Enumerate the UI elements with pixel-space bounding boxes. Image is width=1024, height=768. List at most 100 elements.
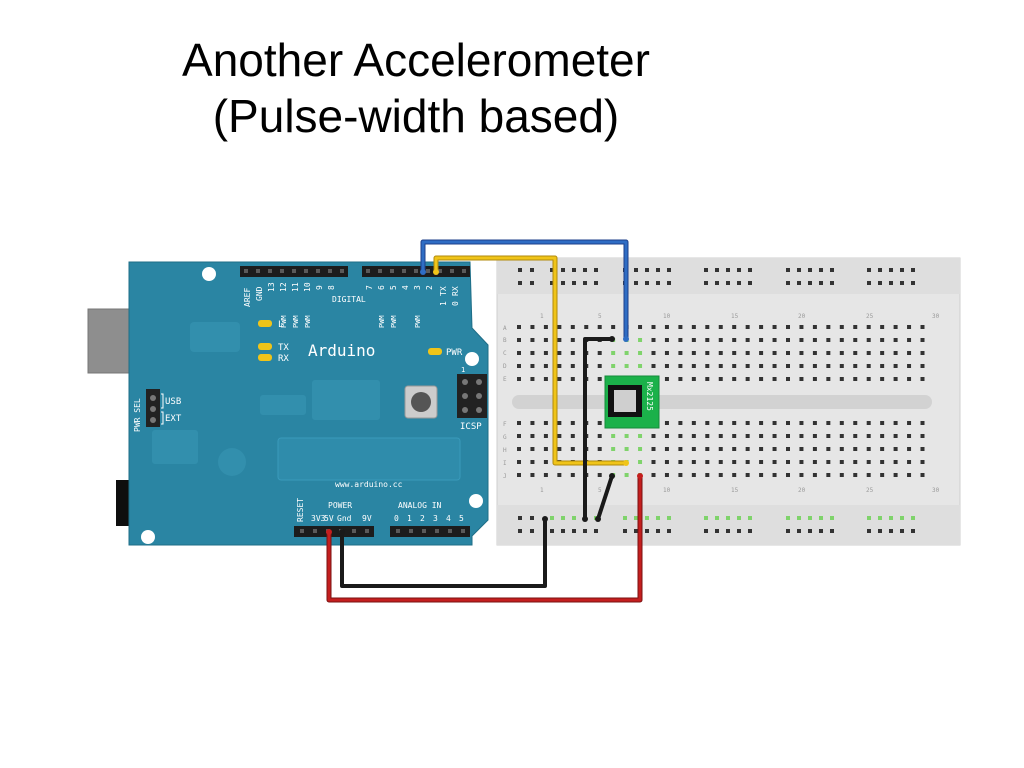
black-wire-sensor [596, 474, 614, 521]
breadboard-hole [732, 325, 737, 329]
breadboard-hole [638, 447, 643, 451]
breadboard-hole [866, 351, 871, 355]
rail-hole [878, 268, 882, 272]
header-pin [316, 269, 320, 273]
breadboard-hole [745, 460, 750, 464]
col-number: 10 [663, 487, 671, 494]
capacitor [152, 430, 198, 464]
icsp-pin1-label: 1 [461, 366, 465, 374]
breadboard-hole [772, 377, 777, 381]
breadboard-hole [745, 364, 750, 368]
mounting-hole [202, 267, 216, 281]
breadboard-hole [678, 460, 683, 464]
breadboard-hole [826, 473, 831, 477]
breadboard-hole [691, 325, 696, 329]
breadboard-hole [853, 447, 858, 451]
led-tx [258, 343, 272, 350]
breadboard-hole [853, 364, 858, 368]
rail-hole [667, 516, 671, 520]
rail-hole [808, 268, 812, 272]
breadboard-hole [812, 364, 817, 368]
breadboard-hole [907, 351, 912, 355]
pin-4-label: 4 [401, 285, 410, 290]
wire-endpoints [326, 269, 643, 535]
breadboard-hole [611, 434, 616, 438]
rail-hole [911, 516, 915, 520]
breadboard-hole [799, 460, 804, 464]
col-number: 30 [932, 313, 940, 320]
center-channel [512, 395, 932, 409]
breadboard-hole [624, 364, 629, 368]
rail-hole [748, 529, 752, 533]
breadboard-hole [651, 338, 656, 342]
col-number: 20 [798, 313, 806, 320]
breadboard-hole [772, 364, 777, 368]
breadboard-hole [732, 421, 737, 425]
breadboard-hole [557, 434, 562, 438]
breadboard-hole [893, 421, 898, 425]
breadboard-hole [920, 447, 925, 451]
breadboard-hole [880, 325, 885, 329]
row-letter: E [503, 376, 507, 383]
breadboard-hole [705, 377, 710, 381]
col-number: 5 [598, 313, 602, 320]
breadboard-hole [691, 447, 696, 451]
rail-hole [786, 516, 790, 520]
breadboard-hole [826, 447, 831, 451]
rail-hole [786, 281, 790, 285]
rail-hole [715, 281, 719, 285]
rail-hole [878, 281, 882, 285]
breadboard-hole [893, 338, 898, 342]
row-letter: A [503, 325, 507, 332]
breadboard-hole [543, 351, 548, 355]
breadboard-hole [880, 351, 885, 355]
breadboard-hole [624, 351, 629, 355]
led-rx-label: RX [278, 354, 289, 364]
breadboard-hole [570, 338, 575, 342]
col-number: 5 [598, 487, 602, 494]
breadboard-hole [691, 434, 696, 438]
header-pin [409, 529, 413, 533]
breadboard-hole [853, 421, 858, 425]
rail-hole [737, 268, 741, 272]
rail-hole [583, 268, 587, 272]
breadboard-hole [664, 377, 669, 381]
breadboard-hole [543, 421, 548, 425]
rail-hole [667, 529, 671, 533]
breadboard-hole [880, 473, 885, 477]
rail-hole [830, 268, 834, 272]
breadboard-hole [799, 421, 804, 425]
breadboard-hole [530, 377, 535, 381]
header-pin [366, 269, 370, 273]
breadboard-hole [624, 447, 629, 451]
breadboard-hole [530, 325, 535, 329]
breadboard-hole [772, 351, 777, 355]
breadboard-hole [893, 364, 898, 368]
breadboard-hole [866, 447, 871, 451]
breadboard-hole [786, 338, 790, 342]
rail-hole [900, 529, 904, 533]
row-letter: C [503, 350, 507, 357]
breadboard-hole [691, 460, 696, 464]
rail-hole [656, 516, 660, 520]
pwm-label: PWM [292, 315, 300, 328]
rail-hole [889, 529, 893, 533]
breadboard-hole [543, 364, 548, 368]
breadboard-hole [611, 364, 616, 368]
breadboard-hole [853, 473, 858, 477]
gnd-pin-label: Gnd [337, 514, 352, 523]
breadboard-hole [786, 325, 790, 329]
breadboard-hole [624, 473, 629, 477]
rail-hole [623, 516, 627, 520]
rail-hole [656, 281, 660, 285]
breadboard-hole [705, 325, 710, 329]
pin-12-label: 12 [279, 282, 288, 292]
power-header [294, 526, 374, 537]
breadboard-hole [920, 351, 925, 355]
rail-hole [911, 281, 915, 285]
breadboard-hole [705, 473, 710, 477]
breadboard-hole [920, 377, 925, 381]
rail-hole [786, 268, 790, 272]
breadboard-hole [517, 338, 521, 342]
rail-hole [530, 529, 534, 533]
